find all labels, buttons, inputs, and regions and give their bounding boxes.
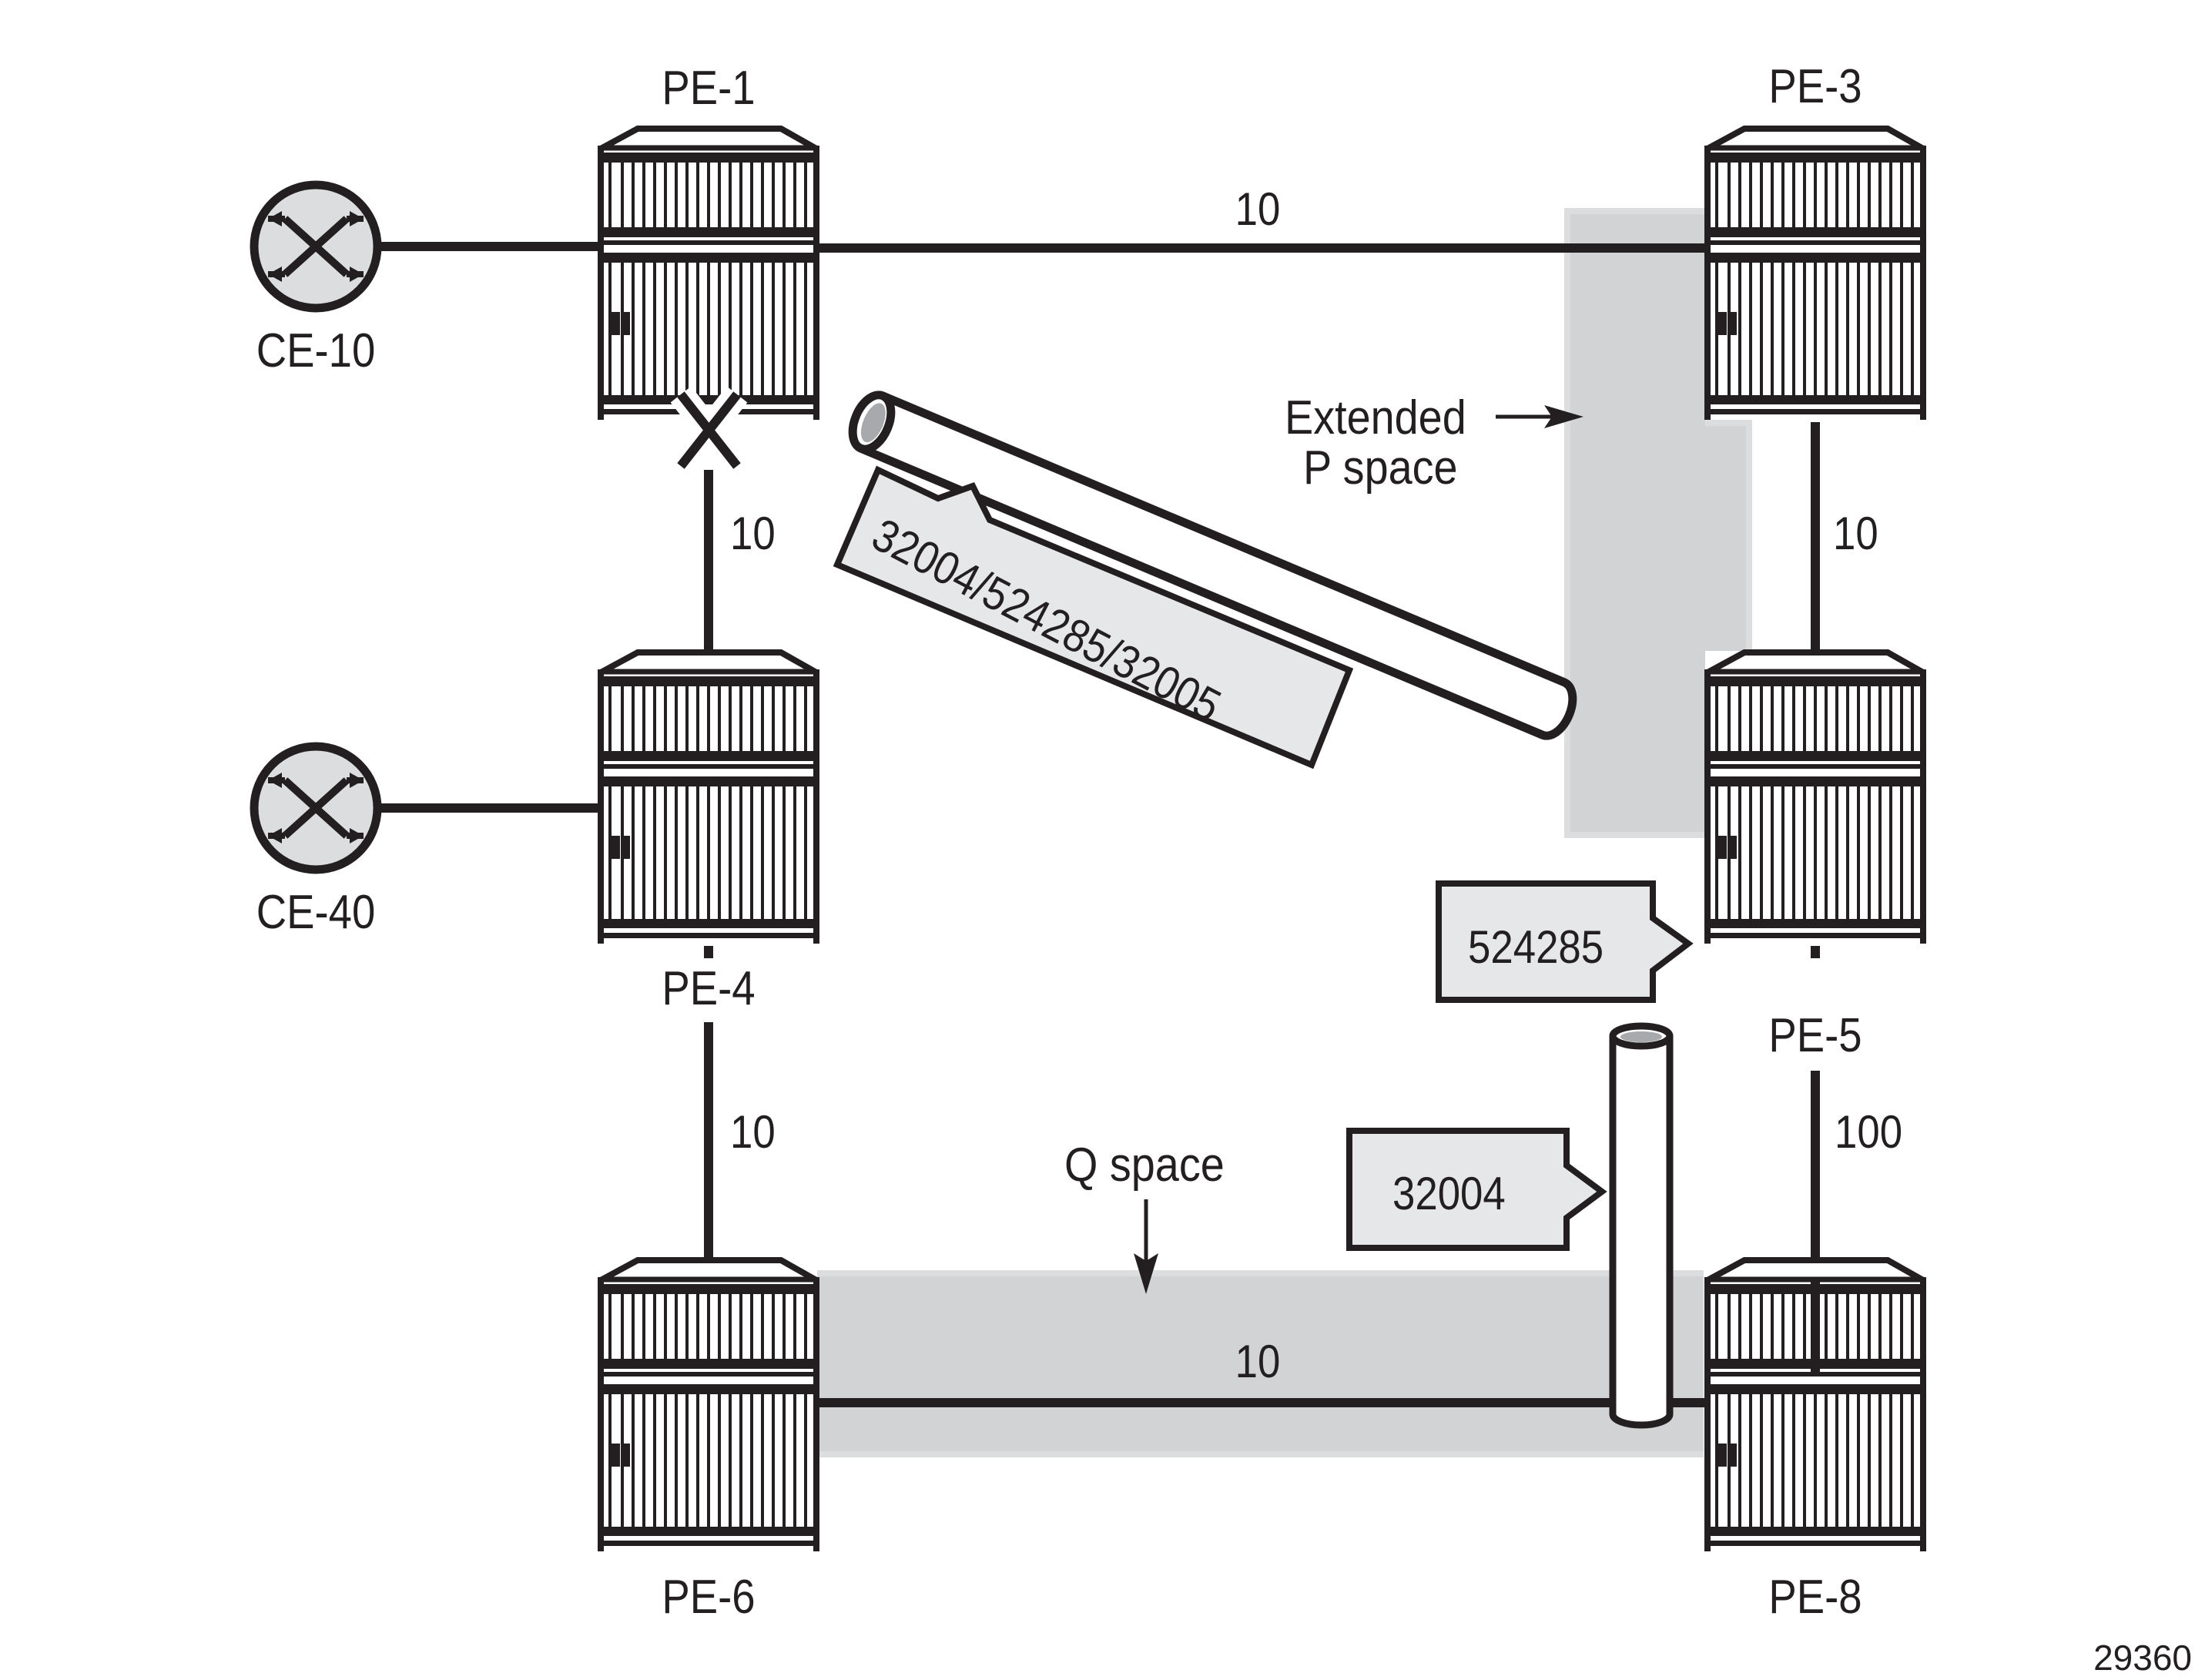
node-label-ce-10: CE-10 [256,324,376,377]
metric-pe6-pe8: 10 [1235,1336,1281,1387]
p-space-arrow-icon [1496,405,1583,428]
router-pe-5[interactable] [1704,652,1926,944]
link-failure-x-icon [670,386,748,474]
metric-pe5-pe8: 100 [1835,1106,1902,1158]
link-pe5-stub [1811,946,1820,958]
q-space-label: Q space [1064,1138,1225,1191]
node-label-pe-8: PE-8 [1768,1571,1862,1624]
ce-router-10-icon[interactable] [254,185,377,308]
router-pe-1[interactable] [598,129,819,420]
repair-tunnel-vertical [1609,1022,1674,1429]
extended-p-space-area [1564,208,1752,838]
node-label-pe-3: PE-3 [1768,60,1862,113]
metric-pe1-pe3: 10 [1235,183,1281,235]
metric-pe4-pe6: 10 [730,1106,776,1158]
metric-pe3-pe5: 10 [1833,508,1878,559]
node-label-pe-1: PE-1 [662,62,755,115]
q-space-area [817,1270,1704,1457]
router-pe-4[interactable] [598,652,819,944]
q-space-arrow-icon [1134,1199,1158,1294]
router-pe-3[interactable] [1704,129,1926,420]
node-label-ce-40: CE-40 [256,886,376,939]
pe8-tunnel-label-text: 32004 [1392,1168,1506,1219]
p-space-label-line2: P space [1303,441,1458,494]
pe8-tunnel-callout: 32004 [1346,1128,1607,1251]
metric-pe1-pe4: 10 [730,508,776,559]
pe5-label-callout: 524285 [1436,880,1694,1003]
repair-tunnel-diagonal [848,391,1577,740]
node-label-pe-5: PE-5 [1768,1009,1862,1062]
link-pe4-stub [704,946,713,958]
figure-id: 29360 [2093,1638,2192,1678]
router-pe-8[interactable] [1704,1260,1926,1551]
p-space-label-line1: Extended [1285,391,1466,444]
router-pe-6[interactable] [598,1260,819,1551]
pe5-label-text: 524285 [1468,921,1604,973]
ce-router-40-icon[interactable] [254,746,377,870]
node-label-pe-4: PE-4 [662,962,755,1015]
node-label-pe-6: PE-6 [662,1571,755,1624]
